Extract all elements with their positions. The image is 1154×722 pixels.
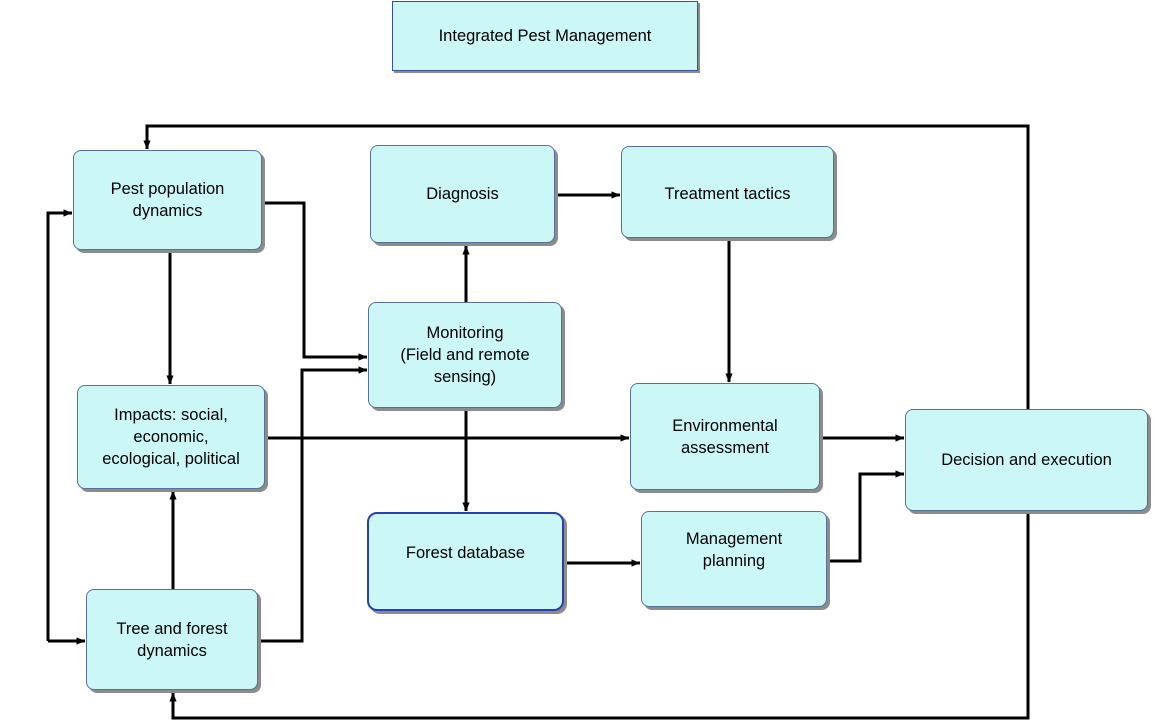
node-forest-database[interactable]: Forest database	[367, 512, 564, 611]
node-environmental-assessment[interactable]: Environmental assessment	[630, 383, 820, 490]
edge-management-to-decision	[829, 470, 905, 563]
diagram-title: Integrated Pest Management	[392, 1, 698, 71]
edge-decision-to-pest-top	[143, 124, 1030, 410]
edge-left-loop-to-pest	[46, 209, 73, 641]
node-tree-forest-dynamics[interactable]: Tree and forest dynamics	[86, 589, 258, 690]
edge-pest-to-monitoring	[263, 201, 368, 361]
node-treatment-tactics[interactable]: Treatment tactics	[621, 146, 834, 238]
node-monitoring[interactable]: Monitoring (Field and remote sensing)	[368, 302, 562, 408]
edge-decision-to-tree-bottom	[169, 512, 1030, 720]
node-impacts[interactable]: Impacts: social, economic, ecological, p…	[77, 385, 265, 489]
node-management-planning[interactable]: Management planning	[641, 511, 827, 607]
node-pest-population-dynamics[interactable]: Pest population dynamics	[73, 150, 262, 250]
node-diagnosis[interactable]: Diagnosis	[370, 145, 555, 243]
node-decision-and-execution[interactable]: Decision and execution	[905, 409, 1148, 511]
edge-tree-to-monitoring	[259, 366, 368, 643]
